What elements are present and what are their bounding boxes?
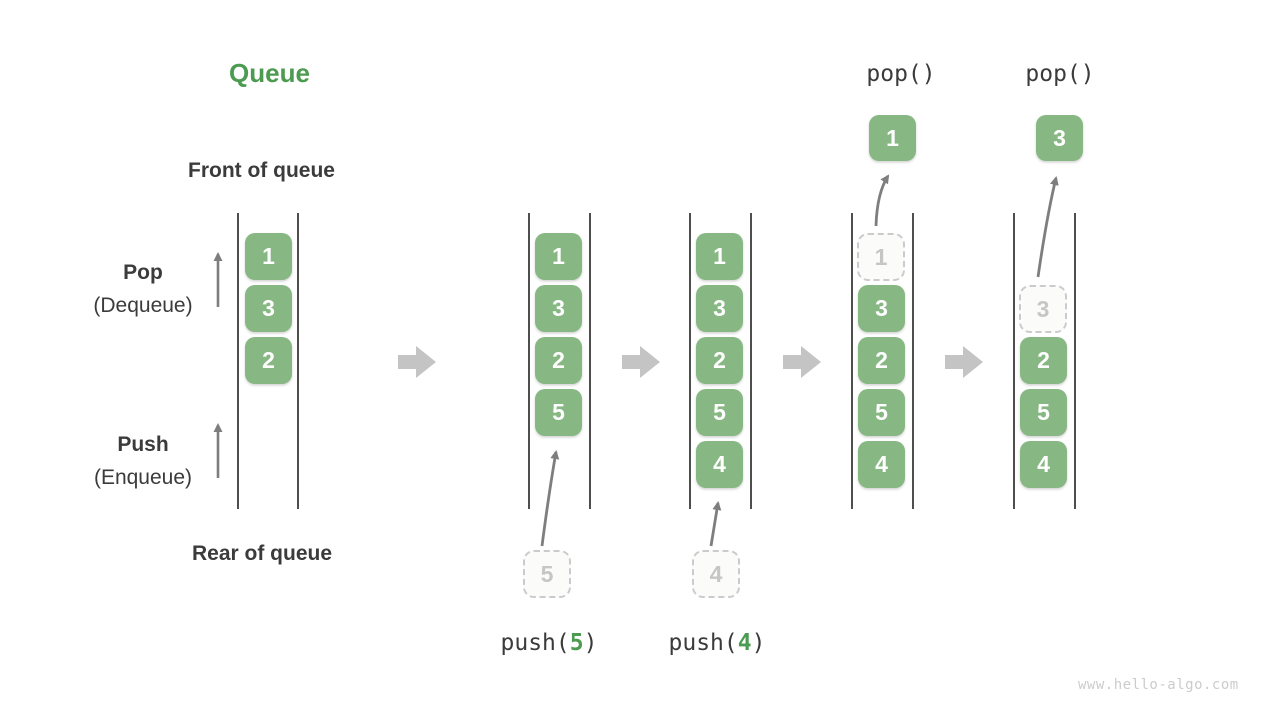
push-5-arrow-icon <box>540 450 560 547</box>
queue-element: 2 <box>1020 337 1067 384</box>
queue-element: 3 <box>696 285 743 332</box>
push-close-text: ) <box>751 630 766 656</box>
queue-element: 3 <box>245 285 292 332</box>
queue4-wall-left <box>851 213 853 509</box>
pop-label: Pop <box>123 261 163 284</box>
push-5-label: push(5) <box>494 630 604 656</box>
pop-label-1: pop() <box>866 61 936 87</box>
step-arrow-icon <box>783 346 821 378</box>
queue-element: 5 <box>1020 389 1067 436</box>
queue-element: 1 <box>696 233 743 280</box>
push-enqueue-label: Push (Enqueue) <box>60 428 226 494</box>
push-label: Push <box>117 433 169 456</box>
push-fn-text: push( <box>500 630 570 656</box>
queue2-wall-left <box>528 213 530 509</box>
push-arg-text: 4 <box>737 630 752 656</box>
popped-element: 3 <box>1036 115 1083 161</box>
popped-element-ghost: 1 <box>857 233 905 281</box>
dequeue-label: (Dequeue) <box>93 294 193 317</box>
pop-dequeue-label: Pop (Dequeue) <box>60 256 226 322</box>
diagram-title: Queue <box>229 58 310 88</box>
pop-3-arrow-icon <box>1036 176 1059 278</box>
push-4-label: push(4) <box>662 630 772 656</box>
pushed-element-ghost: 4 <box>692 550 740 598</box>
queue-element: 2 <box>696 337 743 384</box>
watermark: www.hello-algo.com <box>1078 677 1239 693</box>
step-arrow-icon <box>945 346 983 378</box>
queue-element: 4 <box>696 441 743 488</box>
step-arrow-icon <box>622 346 660 378</box>
queue3-wall-left <box>689 213 691 509</box>
queue-element: 5 <box>696 389 743 436</box>
queue3-wall-right <box>750 213 752 509</box>
queue1-wall-left <box>237 213 239 509</box>
popped-element-ghost: 3 <box>1019 285 1067 333</box>
popped-element: 1 <box>869 115 916 161</box>
pop-1-arrow-icon <box>874 174 890 227</box>
push-arg-text: 5 <box>569 630 584 656</box>
step-arrow-icon <box>398 346 436 378</box>
queue-element: 2 <box>245 337 292 384</box>
queue-element: 2 <box>535 337 582 384</box>
queue-element: 3 <box>858 285 905 332</box>
queue2-wall-right <box>589 213 591 509</box>
enqueue-label: (Enqueue) <box>93 466 193 489</box>
front-of-queue-label: Front of queue <box>188 159 335 182</box>
queue4-wall-right <box>912 213 914 509</box>
queue-element: 1 <box>535 233 582 280</box>
queue-element: 3 <box>535 285 582 332</box>
push-4-arrow-icon <box>709 501 722 547</box>
pop-label-2: pop() <box>1025 61 1095 87</box>
rear-of-queue-label: Rear of queue <box>192 542 333 565</box>
pushed-element-ghost: 5 <box>523 550 571 598</box>
push-close-text: ) <box>583 630 598 656</box>
queue5-wall-left <box>1013 213 1015 509</box>
queue1-wall-right <box>297 213 299 509</box>
queue5-wall-right <box>1074 213 1076 509</box>
queue-element: 5 <box>858 389 905 436</box>
push-fn-text: push( <box>668 630 738 656</box>
queue-element: 1 <box>245 233 292 280</box>
queue-element: 2 <box>858 337 905 384</box>
queue-element: 5 <box>535 389 582 436</box>
queue-element: 4 <box>858 441 905 488</box>
queue-element: 4 <box>1020 441 1067 488</box>
